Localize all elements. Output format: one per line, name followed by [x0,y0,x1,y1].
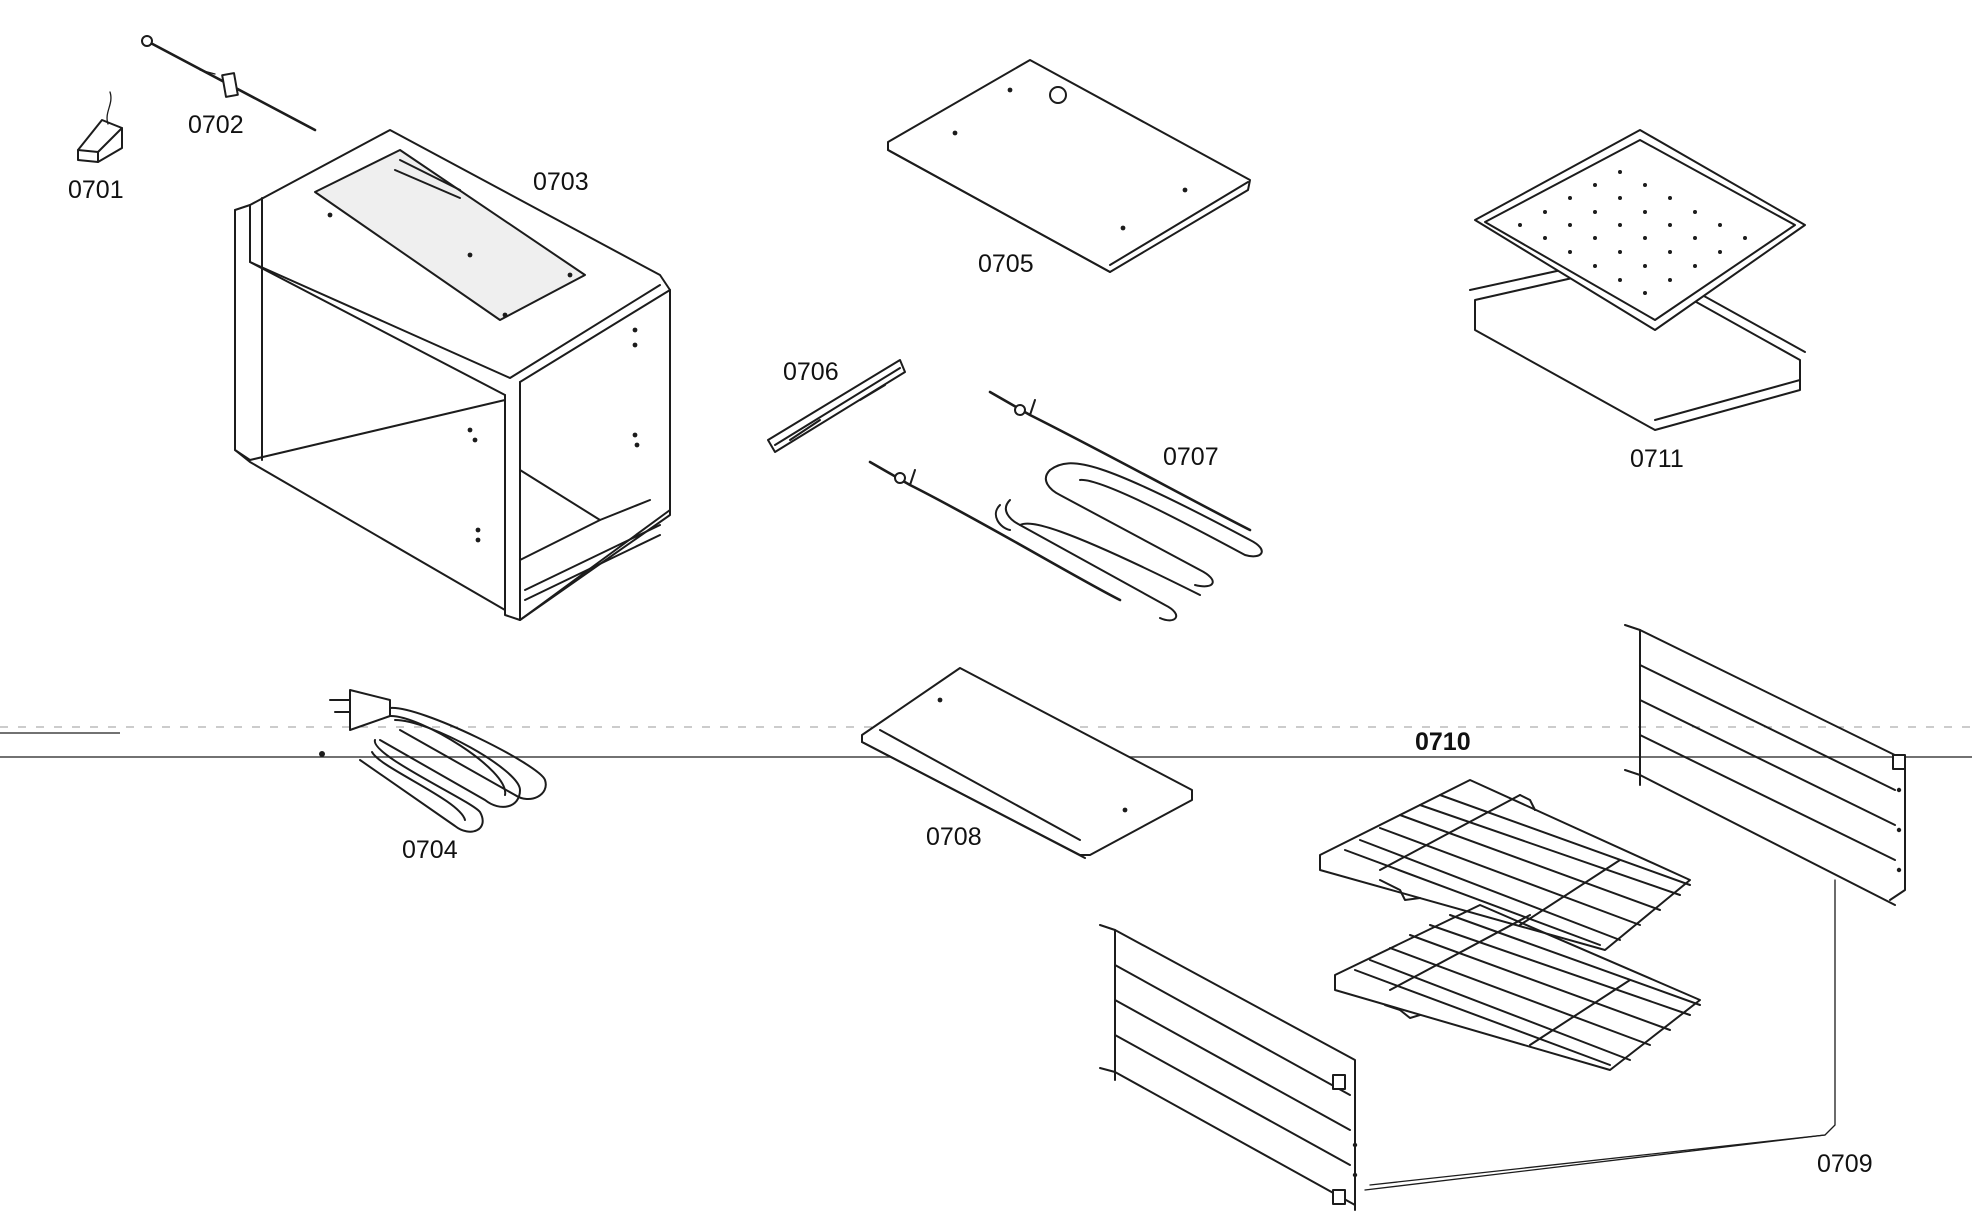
part-labels: 0701 0702 0703 0704 0705 0706 0707 0708 … [68,111,1873,1178]
side-rack-rail-icon [1099,924,1358,1211]
bracket-rail-icon [767,359,906,453]
part-label-0707: 0707 [1163,443,1219,471]
part-label-0711: 0711 [1630,445,1684,473]
part-label-0706: 0706 [783,358,839,386]
bottom-heating-element-icon [319,689,547,833]
wire-shelf-rack-icon [1334,904,1701,1071]
temperature-probe-icon [141,35,317,132]
part-label-0702: 0702 [188,111,244,139]
part-label-0709: 0709 [1817,1150,1873,1178]
part-label-0704: 0704 [402,836,458,864]
top-cover-panel-icon [887,59,1251,273]
oven-cavity-icon [234,129,671,621]
part-label-0710: 0710 [1415,728,1471,756]
sensor-connector-icon [77,91,123,163]
part-label-0701: 0701 [68,176,124,204]
side-rack-rail-icon [1624,624,1906,906]
broiler-pan-perforations [1518,170,1747,295]
part-label-0703: 0703 [533,168,589,196]
leader-lines-0709 [1364,879,1836,1191]
part-label-0708: 0708 [926,823,982,851]
wire-shelf-rack-icon [1319,779,1691,951]
grill-heating-element-icon [868,390,1263,622]
broiler-pan-icon [1469,129,1806,431]
bottom-cover-plate-icon [861,667,1193,859]
part-label-0705: 0705 [978,250,1034,278]
